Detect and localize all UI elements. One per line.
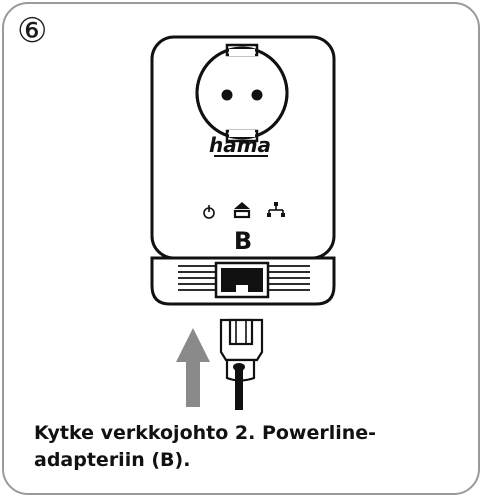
panel-frame (2, 2, 480, 495)
vent-left (178, 265, 216, 291)
network-icon (267, 202, 285, 217)
lan-port (214, 261, 270, 299)
insert-arrow-icon (176, 328, 210, 407)
ethernet-cable (233, 363, 245, 410)
hama-logo: hama (209, 133, 271, 157)
caption-line-1: Kytke verkkojohto 2. Powerline- (34, 422, 377, 444)
instruction-caption: Kytke verkkojohto 2. Powerline- adapteri… (34, 420, 454, 474)
socket-icon (195, 43, 289, 143)
brand-logo-text: hama (209, 133, 271, 157)
port-label: B (234, 227, 252, 255)
vent-right (268, 265, 310, 291)
step-number: ⑥ (17, 11, 48, 51)
powerline-home-icon (233, 202, 251, 219)
caption-line-2: adapteriin (B). (34, 449, 191, 471)
power-icon (203, 205, 215, 219)
